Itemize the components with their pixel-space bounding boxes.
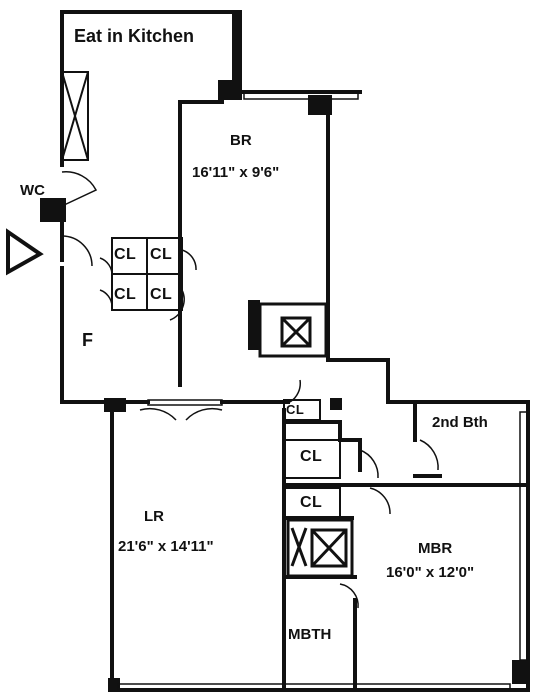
br-dimensions: 16'11" x 9'6" [192, 164, 280, 181]
mbr-dimensions: 16'0" x 12'0" [386, 564, 475, 581]
wall-block [232, 12, 242, 82]
shaft-cross [310, 528, 348, 568]
cabinet [61, 71, 89, 161]
door-swing [419, 439, 439, 471]
door-swing [139, 407, 223, 421]
second-bath-label: 2nd Bth [432, 414, 488, 431]
shaft-cross [280, 316, 312, 348]
window [147, 399, 223, 406]
wall-block [40, 198, 66, 222]
wall-block [512, 660, 530, 684]
window [243, 91, 359, 100]
door-swing [359, 449, 379, 479]
shaft-inner [310, 528, 348, 568]
wall-block [104, 398, 126, 412]
door-swing [369, 487, 391, 515]
shaft [258, 302, 328, 358]
closet [283, 439, 341, 479]
lr-dimensions: 21'6" x 14'11" [118, 538, 214, 555]
door-swing [99, 289, 113, 307]
door-swing [289, 379, 302, 403]
closet [283, 487, 341, 519]
closet-label: CL [150, 286, 173, 303]
door-swing [99, 257, 113, 277]
window [117, 683, 511, 690]
door-swing [169, 289, 185, 321]
br-label: BR [230, 132, 252, 149]
mbr-label: MBR [418, 540, 453, 557]
foyer-label: F [82, 330, 93, 350]
wall-block [330, 398, 342, 410]
closet-label: CL [114, 246, 137, 263]
entry-arrow [6, 228, 44, 276]
shaft-cross [290, 527, 308, 567]
closet-label: CL [300, 494, 323, 511]
closet-label: CL [150, 246, 173, 263]
kitchen-label: Eat in Kitchen [74, 26, 195, 46]
wc-label: WC [20, 182, 45, 199]
door-swing [61, 171, 98, 207]
closet-label: CL [300, 448, 323, 465]
mbth-label: MBTH [288, 626, 332, 643]
door-swing [339, 583, 359, 609]
shaft-inner [280, 316, 312, 348]
lr-label: LR [144, 508, 164, 525]
window [519, 411, 528, 661]
shaft [286, 518, 354, 578]
closet-divider [112, 238, 182, 310]
cabinet-cross [61, 71, 89, 161]
closet [283, 399, 321, 421]
wall-block [218, 80, 242, 100]
door-swing [181, 249, 197, 271]
closet-label: CL [114, 286, 137, 303]
door-swing [61, 235, 93, 267]
closet-label: CL [286, 402, 305, 417]
wall-block [108, 678, 120, 692]
wall-block [308, 95, 332, 115]
wall-block [248, 300, 260, 350]
